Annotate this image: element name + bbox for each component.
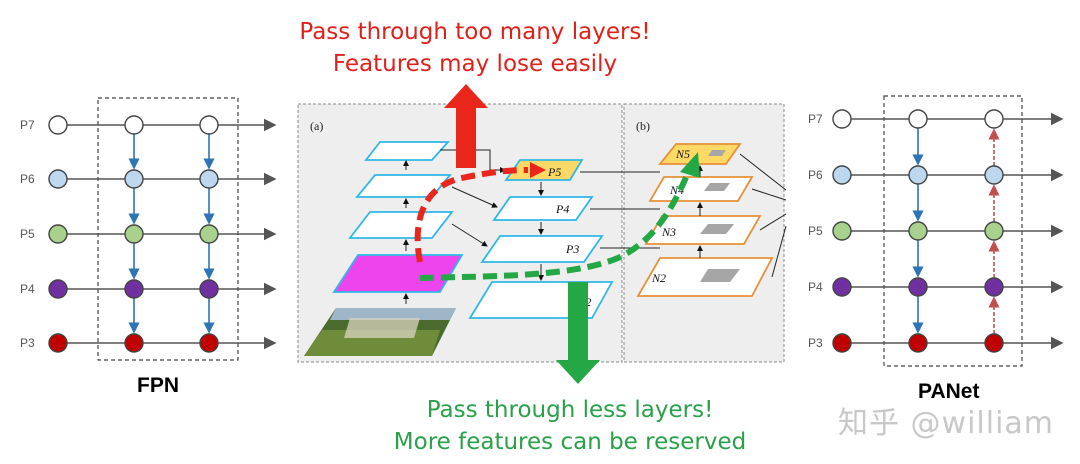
fpn-dashed-box xyxy=(97,97,239,361)
panet-node-p5-b xyxy=(984,221,1004,241)
backbone-feature-map xyxy=(332,254,464,293)
red-up-arrow xyxy=(444,84,488,168)
fpn-title: FPN xyxy=(137,374,179,397)
bottomup-connections xyxy=(697,153,787,278)
fpn-node-p4-a xyxy=(124,279,144,299)
panet-level-p7: P7 xyxy=(808,112,823,126)
panet-level-p6: P6 xyxy=(808,168,823,182)
panel-a-label: (a) xyxy=(310,119,323,133)
panet-node-p5-input xyxy=(832,221,852,241)
panel-b-label: (b) xyxy=(636,119,650,133)
pyramid-p4 xyxy=(492,196,594,221)
bottomup-small-maps xyxy=(700,150,740,282)
fpn-horizontal-arrows xyxy=(67,118,277,350)
bottomup-label-n3: N3 xyxy=(661,225,676,239)
fpn-node-p6-input xyxy=(48,169,68,189)
panet-node-p5-a xyxy=(908,221,928,241)
fpn-node-p5-input xyxy=(48,224,68,244)
fpn-level-p7: P7 xyxy=(20,118,35,132)
red-dashed-path xyxy=(414,167,529,263)
panet-node-p4-input xyxy=(832,277,852,297)
fpn-diagram: P7 P6 P5 P4 P3 xyxy=(20,97,277,361)
panet-level-p4: P4 xyxy=(808,280,823,294)
fpn-level-p4: P4 xyxy=(20,282,35,296)
bottomup-n4 xyxy=(648,176,754,202)
panet-level-labels: P7 P6 P5 P4 P3 xyxy=(808,112,823,350)
pyramid-label-p4: P4 xyxy=(555,202,569,216)
fpn-level-labels: P7 P6 P5 P4 P3 xyxy=(20,118,35,350)
panet-node-p3-input xyxy=(832,333,852,353)
pyramid-label-p3: P3 xyxy=(565,242,579,256)
pyramid-p3 xyxy=(480,235,604,263)
bottomup-label-n5: N5 xyxy=(675,147,690,161)
bottomup-label-n2: N2 xyxy=(651,271,666,285)
fpn-node-p4-b xyxy=(199,279,219,299)
panet-node-p3-b xyxy=(984,333,1004,353)
fpn-level-p6: P6 xyxy=(20,172,35,186)
panet-node-p7-b xyxy=(984,109,1004,129)
fpn-node-p7-b xyxy=(199,115,219,135)
backbone-layer-1 xyxy=(364,141,451,161)
fpn-node-p6-b xyxy=(199,169,219,189)
fpn-node-p3-input xyxy=(48,333,68,353)
panet-node-p4-a xyxy=(908,277,928,297)
fpn-node-p4-input xyxy=(48,279,68,299)
green-path-arrowhead xyxy=(680,152,700,178)
top-caption: Pass through too many layers! Features m… xyxy=(260,16,690,80)
fpn-node-p5-b xyxy=(199,224,219,244)
green-down-arrow xyxy=(556,282,600,384)
panet-node-p3-a xyxy=(908,333,928,353)
fpn-node-p6-a xyxy=(124,169,144,189)
input-image xyxy=(304,308,456,356)
panet-node-p6-b xyxy=(984,165,1004,185)
bottom-caption-line1: Pass through less layers! xyxy=(426,397,714,423)
panet-title: PANet xyxy=(918,380,980,403)
top-caption-line1: Pass through too many layers! xyxy=(299,19,651,45)
fpn-level-p3: P3 xyxy=(20,336,35,350)
panet-node-p6-input xyxy=(832,165,852,185)
bottomup-n5 xyxy=(658,143,742,165)
panet-node-p6-a xyxy=(908,165,928,185)
fpn-node-p3-a xyxy=(124,333,144,353)
center-figure: (a) (b) P5 P4 P3 P2 xyxy=(297,84,787,384)
panet-level-p5: P5 xyxy=(808,224,823,238)
panet-node-p7-input xyxy=(832,109,852,129)
fpn-node-p5-a xyxy=(124,224,144,244)
fpn-level-p5: P5 xyxy=(20,227,35,241)
bottom-caption: Pass through less layers! More features … xyxy=(360,394,780,458)
fpn-node-p7-a xyxy=(124,115,144,135)
panet-diagram: P7 P6 P5 P4 P3 xyxy=(808,95,1064,367)
pyramid-label-p5: P5 xyxy=(547,165,561,179)
top-caption-line2: Features may lose easily xyxy=(332,51,618,77)
panet-node-p4-b xyxy=(984,277,1004,297)
red-path-arrowhead xyxy=(530,162,546,178)
fpn-node-p7-input xyxy=(48,115,68,135)
watermark: 知乎 @william xyxy=(838,406,1055,441)
bottom-caption-line2: More features can be reserved xyxy=(393,429,747,455)
fpn-topdown-arrows xyxy=(128,134,215,334)
panet-nodes xyxy=(832,109,1004,353)
fpn-nodes xyxy=(48,115,219,353)
panet-horizontal-arrows xyxy=(851,112,1064,350)
fpn-node-p3-b xyxy=(199,333,219,353)
panet-node-p7-a xyxy=(908,109,928,129)
bottomup-labels: N5 N4 N3 N2 xyxy=(651,147,690,285)
panet-level-p3: P3 xyxy=(808,336,823,350)
green-dashed-path xyxy=(419,166,693,281)
